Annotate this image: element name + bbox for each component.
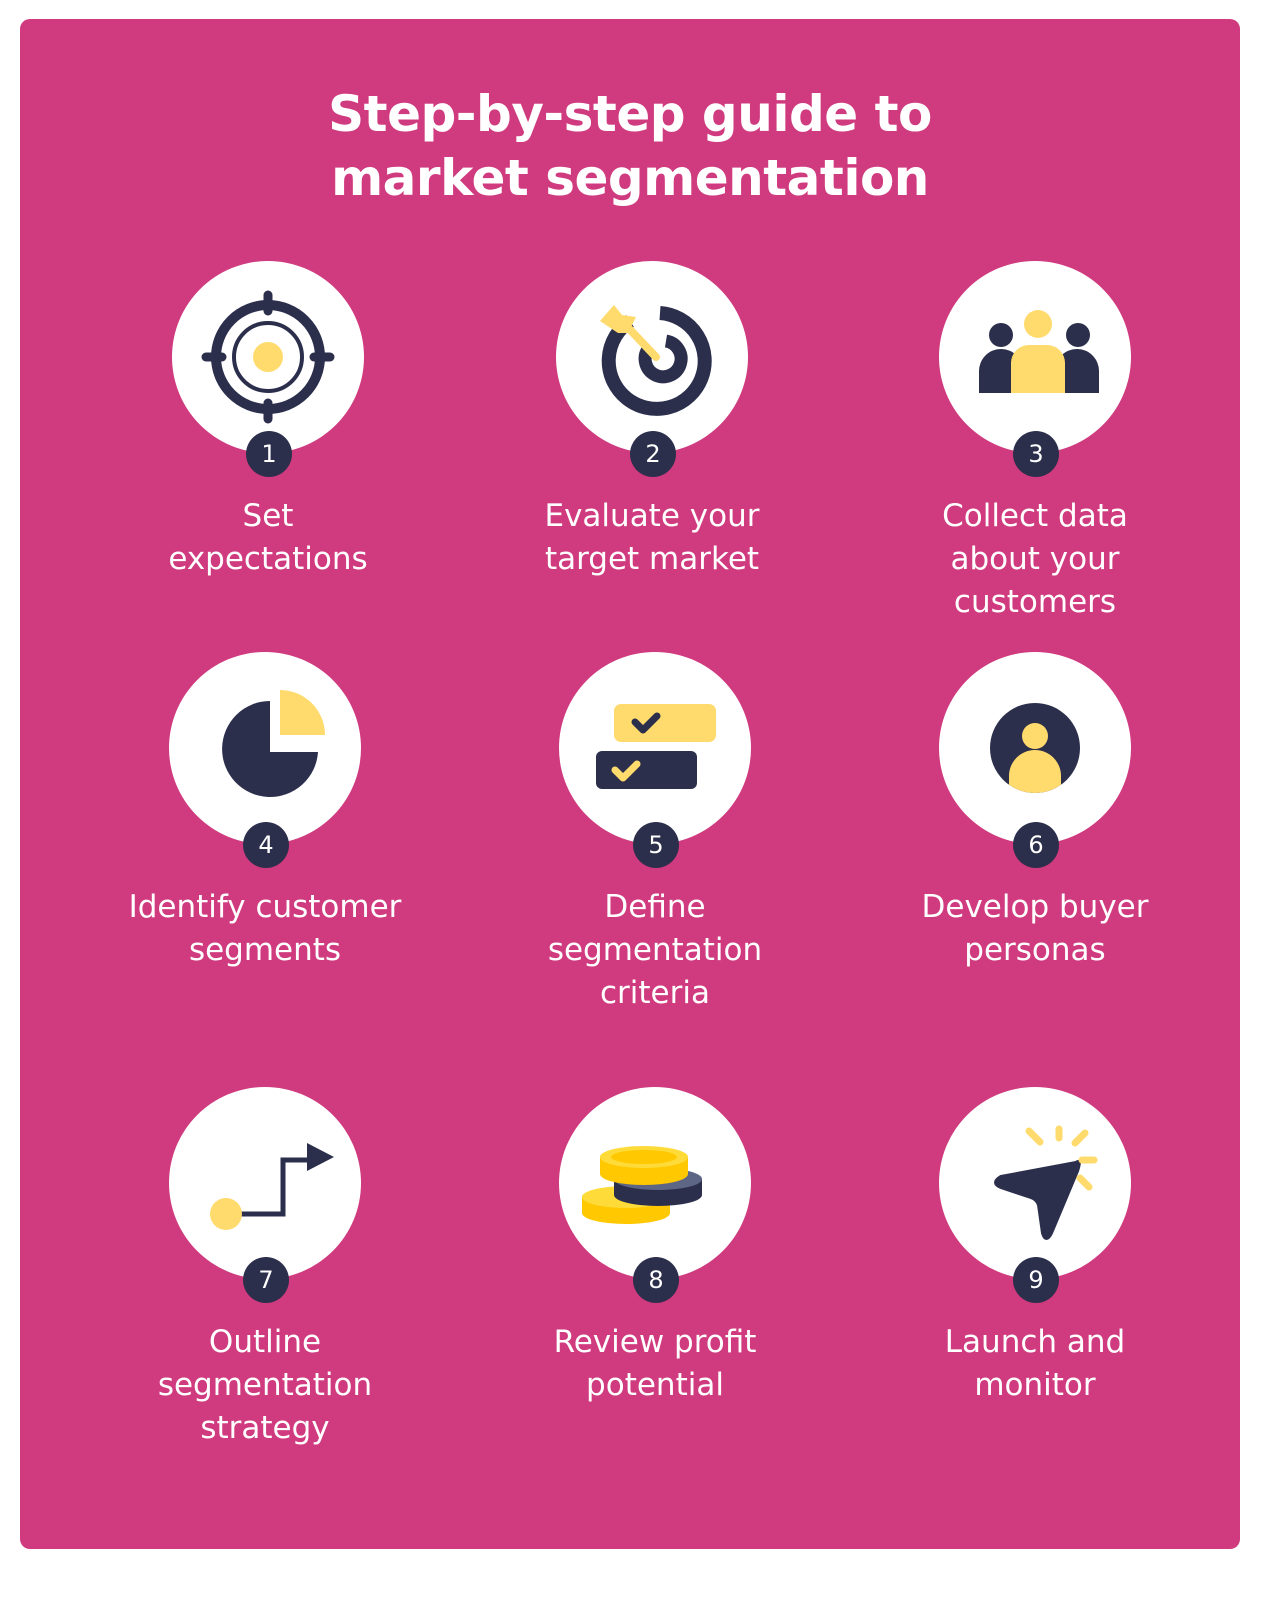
icon-circle xyxy=(556,261,748,453)
step-number-badge: 6 xyxy=(1013,822,1059,868)
step-number-badge: 1 xyxy=(246,431,292,477)
checklist-icon xyxy=(596,704,716,789)
icon-circle xyxy=(172,261,364,453)
people-group-icon xyxy=(979,310,1099,393)
icon-circle xyxy=(559,1087,751,1279)
step-label: Set expectations xyxy=(168,498,368,577)
step-number-badge: 3 xyxy=(1013,431,1059,477)
step-label: Develop buyer personas xyxy=(921,889,1149,968)
user-avatar-icon xyxy=(990,703,1080,793)
step-label: Collect data about your customers xyxy=(942,498,1128,620)
step-label: Evaluate your target market xyxy=(544,498,760,577)
bullseye-arrow-icon xyxy=(600,305,712,416)
title-line-1: Step-by-step guide to xyxy=(328,85,932,143)
icon-circle xyxy=(939,652,1131,844)
step-label: Review profit potential xyxy=(553,1324,757,1403)
path-arrow-icon xyxy=(210,1143,334,1230)
step-number-badge: 4 xyxy=(243,822,289,868)
step-label: Identify customer segments xyxy=(128,889,402,968)
step-label: Launch and monitor xyxy=(944,1324,1126,1403)
title-line-2: market segmentation xyxy=(331,149,929,207)
step-number-badge: 9 xyxy=(1013,1257,1059,1303)
step-number-badge: 2 xyxy=(630,431,676,477)
icon-circle xyxy=(939,1087,1131,1279)
icon-circle xyxy=(169,652,361,844)
icon-circle xyxy=(559,652,751,844)
step-number-badge: 8 xyxy=(633,1257,679,1303)
step-number-badge: 5 xyxy=(633,822,679,868)
pie-chart-icon xyxy=(222,690,325,797)
coin-stack-icon xyxy=(582,1146,702,1224)
step-label: Outline segmentation strategy xyxy=(157,1324,373,1446)
icon-circle xyxy=(169,1087,361,1279)
step-number-badge: 7 xyxy=(243,1257,289,1303)
icon-circle xyxy=(939,261,1131,453)
step-label: Define segmentation criteria xyxy=(547,889,763,1011)
page-title: Step-by-step guide to market segmentatio… xyxy=(0,82,1260,210)
crosshair-target-icon xyxy=(201,290,335,424)
cursor-click-icon xyxy=(994,1125,1098,1240)
